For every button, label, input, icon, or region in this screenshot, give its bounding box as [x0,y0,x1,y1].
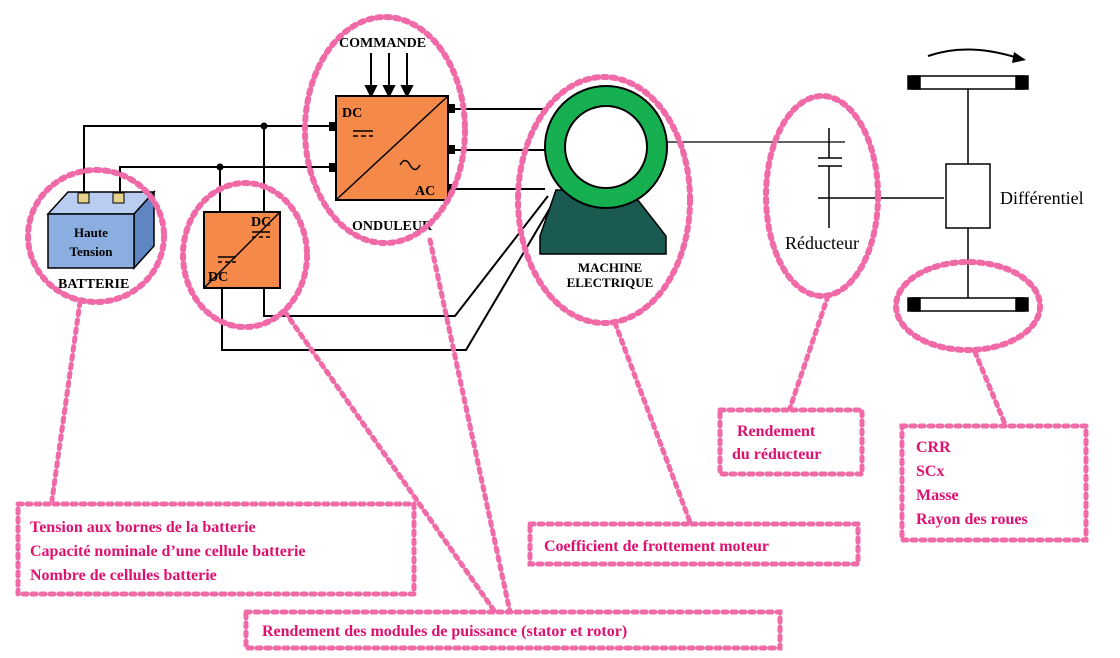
battery-line1: Haute [74,225,108,240]
reducer-label: Réducteur [785,233,859,253]
inverter-label: ONDULEUR [352,219,433,234]
power-wiring [83,108,557,351]
inverter-dc-label: DC [342,106,362,121]
power-modules-text: Rendement des modules de puissance (stat… [262,623,627,640]
motor-friction-text: Coefficient de frottement moteur [544,538,769,555]
battery-params-box [15,501,417,597]
wheel-highlight [893,259,1043,353]
battery-block: Haute Tension [46,190,156,270]
electric-machine: MACHINE ELECTRIQUE [539,85,845,290]
inverter-ac-label: AC [415,184,435,199]
battery-param-3: Nombre de cellules batterie [30,567,217,584]
dcdc-converter-block: DC DC [203,211,281,289]
inverter-block: DC AC [329,95,455,201]
reducer-efficiency-box [717,407,865,477]
inverter-highlight [302,14,468,246]
motor-friction-box [527,521,861,567]
machine-line1: MACHINE [578,260,642,275]
battery-param-2: Capacité nominale d’une cellule batterie [30,543,306,560]
reducer-efficiency-line1: Rendement [737,423,816,440]
converter-dc-top-label: DC [251,215,271,230]
machine-line2: ELECTRIQUE [567,275,654,290]
converter-dc-bottom-label: DC [208,270,228,285]
vehicle-params-box [899,423,1089,543]
reducer-efficiency-line2: du réducteur [732,446,821,463]
battery-highlight [25,167,167,305]
battery-param-1: Tension aux bornes de la batterie [30,519,256,536]
converter-highlight [180,180,310,330]
rotation-arrow-head [1012,52,1026,63]
vehicle-param-rayon: Rayon des roues [916,511,1028,528]
battery-line2: Tension [70,244,114,259]
differential-and-axle [907,48,1029,312]
vehicle-param-masse: Masse [916,487,959,504]
wire-junctions [216,122,268,171]
differential-label: Différentiel [1000,188,1084,208]
machine-highlight [515,74,693,326]
vehicle-param-scx: SCx [916,463,944,480]
reducer [818,128,944,228]
highlight-ellipses [25,14,1043,353]
command-label: COMMANDE [339,36,426,51]
power-modules-box [243,609,783,651]
annotation-leader-lines [49,237,1008,615]
reducer-highlight [763,93,881,299]
command-arrows [364,53,414,99]
vehicle-param-crr: CRR [916,439,951,456]
annotation-boxes [15,407,1089,651]
battery-label: BATTERIE [58,277,129,292]
